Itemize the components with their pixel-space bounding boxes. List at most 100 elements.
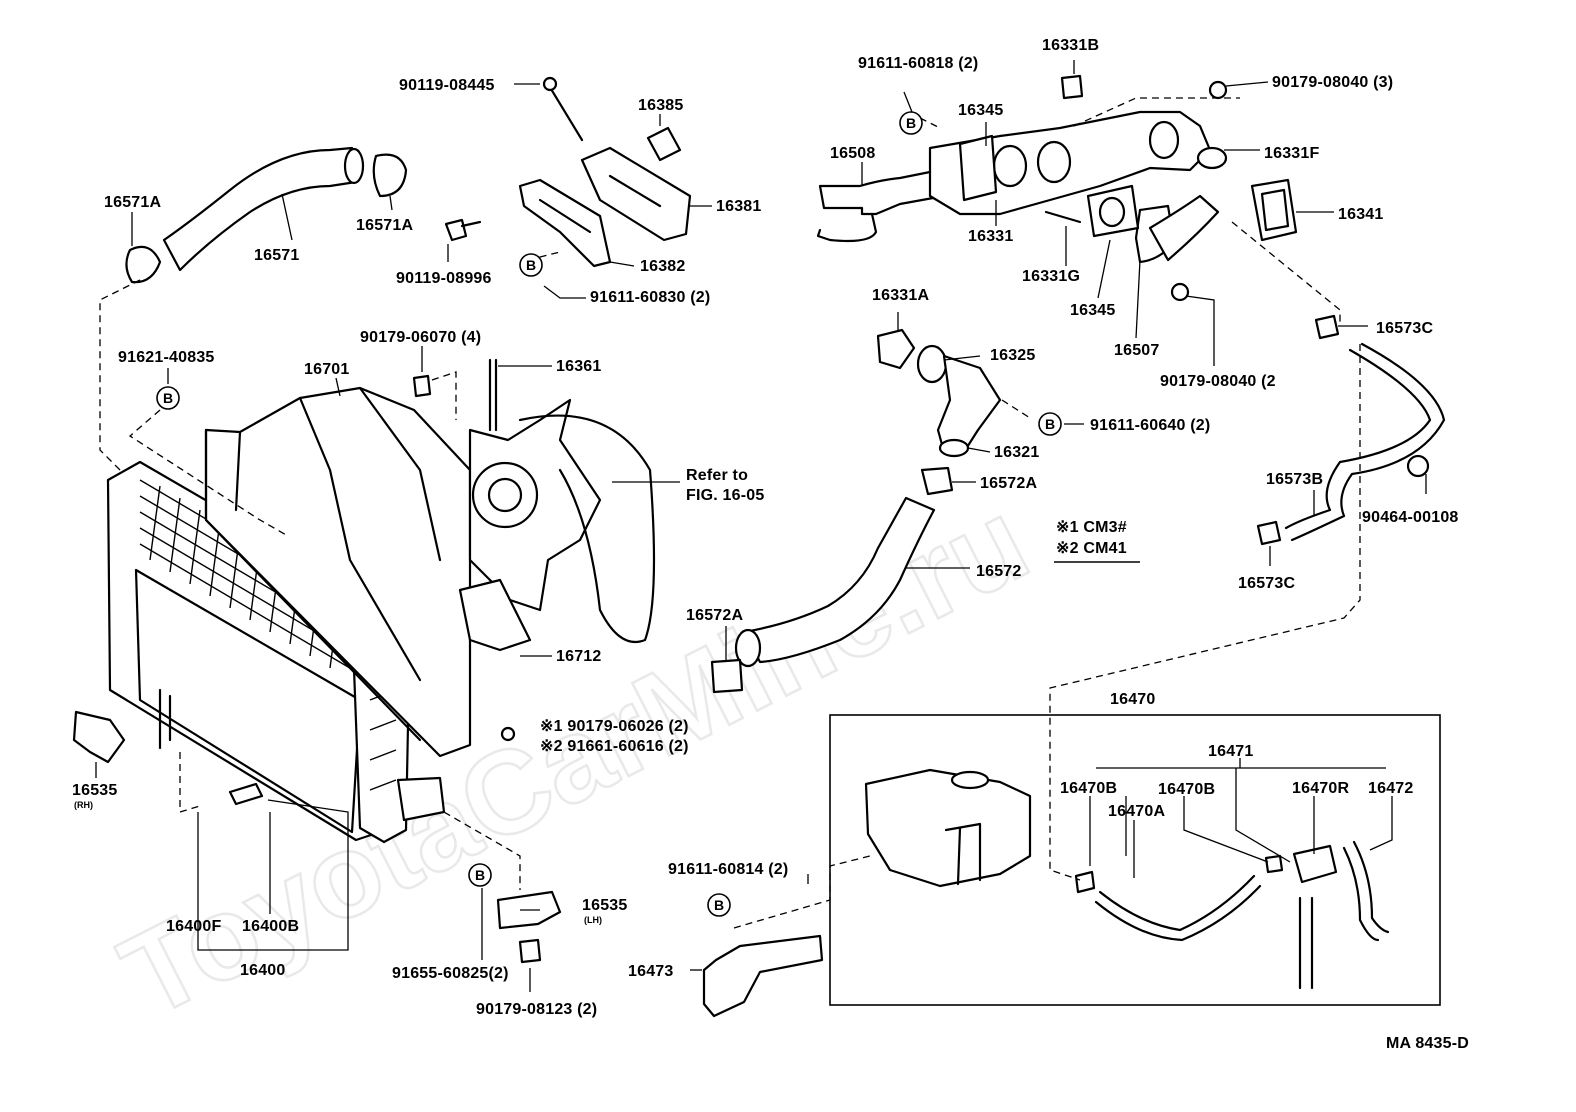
svg-text:B: B: [1045, 416, 1055, 432]
label-91611-60818: 91611-60818 (2): [858, 55, 978, 72]
label-16473: 16473: [628, 963, 674, 980]
part-labels: 90119-08445 16385 16381 16382 91611-6083…: [72, 37, 1469, 1052]
bolt-marker-3: [899, 111, 923, 135]
label-16572A-left: 16572A: [686, 607, 743, 624]
bracket-16473: [702, 934, 824, 1018]
bracket-16535-rh: [72, 710, 126, 764]
label-90119-08996: 90119-08996: [396, 270, 492, 287]
label-91655-60825: 91655-60825(2): [392, 965, 509, 982]
water-outlet-assembly: [816, 74, 1298, 302]
note-1: ※1 CM3#: [1056, 519, 1127, 536]
svg-text:B: B: [526, 257, 536, 273]
label-91611-60830: 91611-60830 (2): [590, 289, 710, 306]
label-16321: 16321: [994, 444, 1040, 461]
label-91621-40835: 91621-40835: [118, 349, 215, 366]
label-16571: 16571: [254, 247, 300, 264]
label-16572A-right: 16572A: [980, 475, 1037, 492]
svg-text:B: B: [714, 897, 724, 913]
label-16331: 16331: [968, 228, 1014, 245]
label-16507: 16507: [1114, 342, 1160, 359]
reserve-tank-cap: [950, 770, 990, 790]
label-16381: 16381: [716, 198, 762, 215]
radiator-assembly: [106, 358, 656, 844]
ring-90464-00108: [1406, 454, 1430, 478]
drain-cock-16400B: [228, 782, 264, 806]
bolt-markers: B B B B B B: [156, 111, 1062, 917]
label-lh: (LH): [584, 915, 602, 925]
bolt-marker-2: [519, 253, 543, 277]
label-16535-rh: 16535: [72, 782, 118, 799]
thermostat-assembly: [710, 328, 1002, 694]
clip-16573C-top: [1314, 314, 1340, 340]
thermostat-16331A: [876, 328, 916, 370]
hose-clamp-16571A-left: [125, 245, 162, 284]
label-16573C-bottom: 16573C: [1238, 575, 1295, 592]
leader-lines: [95, 60, 1427, 992]
label-16400B: 16400B: [242, 918, 299, 935]
bolt-marker-4: [1038, 412, 1062, 436]
dashed-guides: [99, 97, 1361, 929]
clip-16573C-bottom: [1256, 520, 1282, 546]
label-16400F: 16400F: [166, 918, 221, 935]
label-90179-06070: 90179-06070 (4): [360, 329, 481, 346]
label-16341: 16341: [1338, 206, 1384, 223]
label-refer-to: Refer to: [686, 467, 748, 484]
clip-16385: [646, 126, 682, 162]
label-16571A-left: 16571A: [104, 194, 161, 211]
label-90179-08040-2: 90179-08040 (2: [1160, 373, 1276, 390]
label-16331G: 16331G: [1022, 268, 1080, 285]
reserve-tank-assembly: [702, 768, 1390, 1018]
svg-text:B: B: [475, 867, 485, 883]
label-16331A: 16331A: [872, 287, 929, 304]
label-rh: (RH): [74, 800, 93, 810]
label-16470R: 16470R: [1292, 780, 1349, 797]
reserve-tank-box: [829, 714, 1441, 1006]
label-16385: 16385: [638, 97, 684, 114]
bolt-90119-08445: [546, 82, 584, 142]
gasket-16325: [916, 344, 948, 384]
label-16472: 16472: [1368, 780, 1414, 797]
reserve-tank-16470: [864, 768, 1032, 888]
label-16400: 16400: [240, 962, 286, 979]
overflow-hose: [1256, 314, 1446, 546]
label-90179-08123: 90179-08123 (2): [476, 1001, 597, 1018]
upper-radiator-hose: [125, 76, 692, 284]
label-16572: 16572: [976, 563, 1022, 580]
label-refer-fig: FIG. 16-05: [686, 487, 764, 504]
label-16470-box: 16470: [1110, 691, 1156, 708]
clip-16470B-left: [1074, 870, 1096, 894]
label-16345-top: 16345: [958, 102, 1004, 119]
label-16331F: 16331F: [1264, 145, 1319, 162]
label-91611-60814: 91611-60814 (2): [668, 861, 788, 878]
label-90179-08040-3: 90179-08040 (3): [1272, 74, 1393, 91]
label-16331B: 16331B: [1042, 37, 1099, 54]
label-16470A: 16470A: [1108, 803, 1165, 820]
label-16712: 16712: [556, 648, 602, 665]
label-16573C-top: 16573C: [1376, 320, 1433, 337]
clip-16470B-right: [1264, 854, 1284, 874]
svg-text:B: B: [163, 390, 173, 406]
nut-90179-06026: [500, 726, 516, 742]
label-16345-bottom: 16345: [1070, 302, 1116, 319]
label-90119-08445: 90119-08445: [399, 77, 495, 94]
bolt-marker-6: [707, 893, 731, 917]
nut-90179-08040-b: [1170, 282, 1190, 302]
label-91661-60616: ※2 91661-60616 (2): [540, 738, 689, 755]
nut-90179-08040: [1208, 80, 1228, 100]
hose-clamp-16571A-right: [372, 153, 408, 198]
label-16325: 16325: [990, 347, 1036, 364]
plug-16331B: [1060, 74, 1084, 100]
figure-code: MA 8435-D: [1386, 1035, 1469, 1052]
bolt-marker-1: [156, 386, 180, 410]
water-inlet-16321: [936, 354, 1002, 454]
label-16508: 16508: [830, 145, 876, 162]
label-90464-00108: 90464-00108: [1362, 509, 1459, 526]
bolt-marker-5: [468, 863, 492, 887]
label-16535-lh: 16535: [582, 897, 628, 914]
label-16571A-right: 16571A: [356, 217, 413, 234]
label-16361: 16361: [556, 358, 602, 375]
label-16382: 16382: [640, 258, 686, 275]
label-16701: 16701: [304, 361, 350, 378]
label-16471: 16471: [1208, 743, 1254, 760]
